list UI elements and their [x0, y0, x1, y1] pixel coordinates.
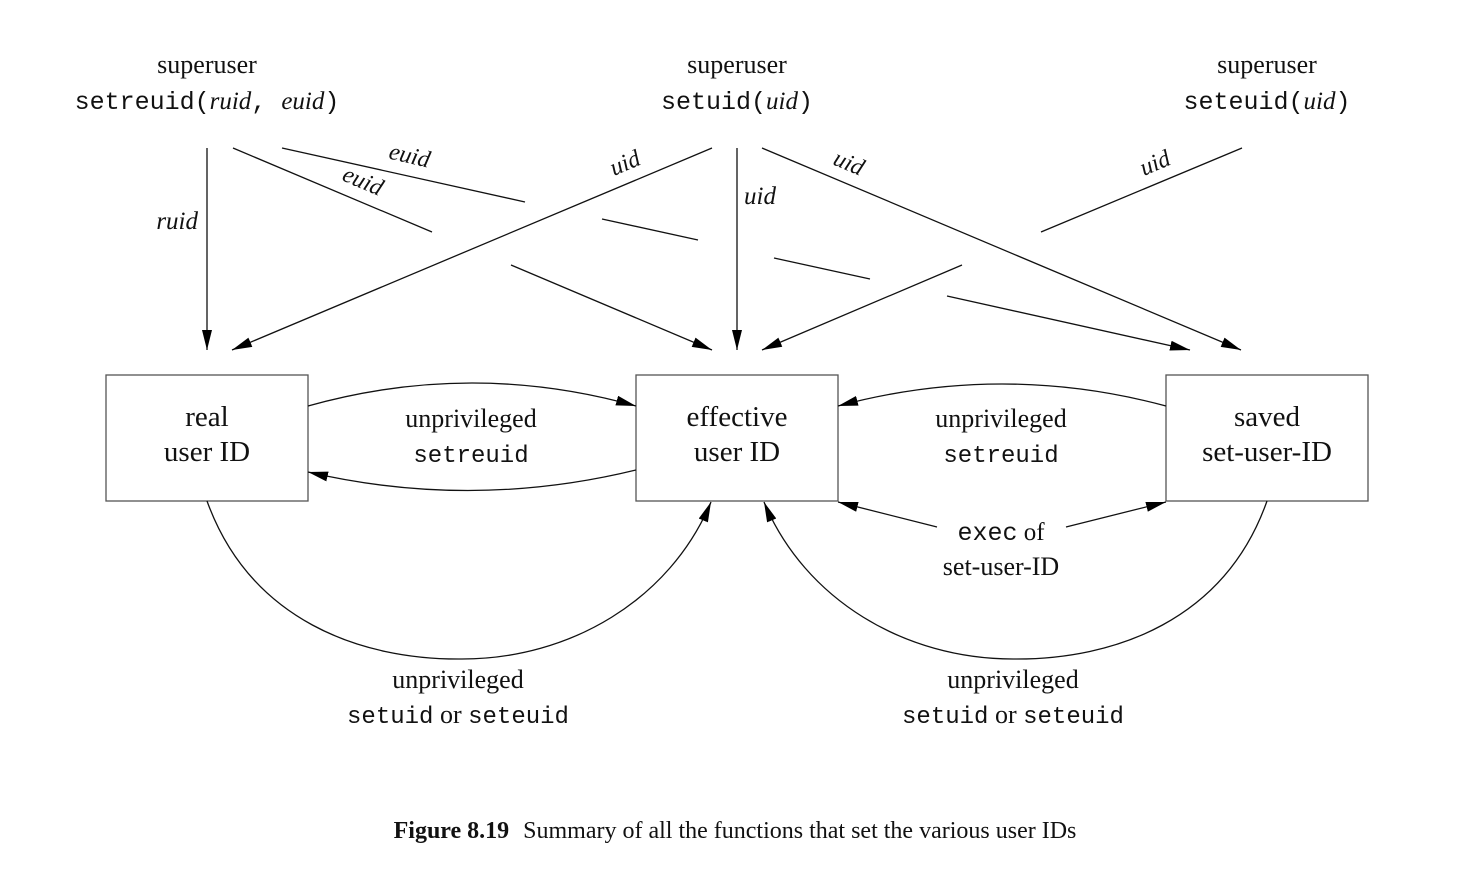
code-setuid: setuid — [347, 704, 433, 731]
edge-segment — [773, 257, 871, 280]
code-seteuid: seteuid — [468, 704, 569, 731]
close-paren: ) — [1335, 88, 1350, 117]
source-setreuid: superuser setreuid(ruid, euid) — [75, 50, 340, 117]
code-setuid: setuid — [902, 704, 988, 731]
box-label-line2: user ID — [164, 436, 250, 468]
edge-seteuid-to-effective — [761, 147, 1243, 351]
edge-exec-to-saved — [1065, 501, 1167, 528]
edge-label-uid: uid — [744, 183, 776, 210]
box-saved-set-user-id: saved set-user-ID — [1165, 374, 1369, 502]
label-unprivileged: unprivileged — [405, 404, 536, 433]
edge-exec-to-effective — [837, 501, 938, 528]
exec-code: exec — [957, 519, 1017, 548]
arg-sep: , — [251, 88, 281, 117]
code-seteuid: seteuid — [1023, 704, 1124, 731]
box-frame — [105, 374, 309, 502]
edge-setreuid-euid-to-saved — [281, 147, 1191, 351]
source-setuid: superuser setuid(uid) — [661, 50, 813, 117]
label-setuid-or-seteuid: setuid or seteuid — [902, 700, 1124, 731]
edge-label-uid: uid — [606, 145, 645, 181]
exec-of-text: of — [1017, 519, 1045, 546]
edge-setuid-to-saved — [761, 147, 1242, 351]
box-label-line1: saved — [1234, 401, 1301, 433]
close-paren: ) — [798, 88, 813, 117]
edge-segment — [1040, 147, 1243, 233]
edge-setreuid-euid-to-effective — [232, 147, 713, 351]
box-real-user-id: real user ID — [105, 374, 309, 502]
label-set-user-id: set-user-ID — [943, 552, 1059, 581]
source-seteuid: superuser seteuid(uid) — [1184, 50, 1351, 117]
box-label-line1: effective — [687, 401, 788, 433]
edge-segment — [761, 264, 963, 351]
label-unprivileged: unprivileged — [935, 404, 1066, 433]
box-frame — [1165, 374, 1369, 502]
edge-label-ruid: ruid — [156, 208, 198, 235]
arc-effective-to-real — [307, 469, 637, 492]
func-name: setreuid( — [75, 88, 210, 117]
func-name: seteuid( — [1184, 88, 1304, 117]
arg-ruid: ruid — [210, 88, 252, 115]
or-text: or — [988, 700, 1023, 729]
edge-setuid-to-real — [231, 147, 713, 351]
superuser-label: superuser — [687, 50, 787, 79]
edge-segment — [510, 264, 713, 351]
edge-label-uid: uid — [1136, 145, 1175, 181]
arc-real-to-effective — [307, 382, 637, 407]
edge-label-euid: euid — [387, 139, 434, 174]
setuid-call: setuid(uid) — [661, 88, 813, 117]
box-label-line2: set-user-ID — [1202, 436, 1332, 468]
figure-caption: Figure 8.19 Summary of all the functions … — [394, 818, 1077, 844]
close-paren: ) — [324, 88, 339, 117]
or-text: or — [433, 700, 468, 729]
caption-text: Summary of all the functions that set th… — [523, 818, 1076, 844]
label-unprivileged: unprivileged — [392, 665, 523, 694]
superuser-label: superuser — [1217, 50, 1317, 79]
caption-label: Figure 8.19 — [394, 818, 510, 844]
arg-uid: uid — [766, 88, 798, 115]
edge-segment — [601, 218, 699, 241]
seteuid-call: seteuid(uid) — [1184, 88, 1351, 117]
arc-saved-to-effective-bottom — [763, 500, 1268, 660]
edge-label-uid: uid — [830, 146, 869, 182]
box-frame — [635, 374, 839, 502]
label-unprivileged: unprivileged — [947, 665, 1078, 694]
arc-real-to-effective-bottom — [206, 500, 712, 660]
edge-segment — [232, 147, 433, 233]
label-setreuid: setreuid — [413, 443, 528, 470]
box-label-line2: user ID — [694, 436, 780, 468]
arc-saved-to-effective — [837, 383, 1167, 407]
superuser-label: superuser — [157, 50, 257, 79]
label-setuid-or-seteuid: setuid or seteuid — [347, 700, 569, 731]
arg-uid: uid — [1304, 88, 1336, 115]
label-setreuid: setreuid — [943, 443, 1058, 470]
edge-segment — [946, 295, 1191, 351]
setreuid-call: setreuid(ruid, euid) — [75, 88, 340, 117]
box-effective-user-id: effective user ID — [635, 374, 839, 502]
edge-segment — [281, 147, 526, 203]
arg-euid: euid — [281, 88, 325, 115]
label-exec-of: exec of — [957, 519, 1045, 548]
func-name: setuid( — [661, 88, 766, 117]
box-label-line1: real — [185, 401, 228, 433]
